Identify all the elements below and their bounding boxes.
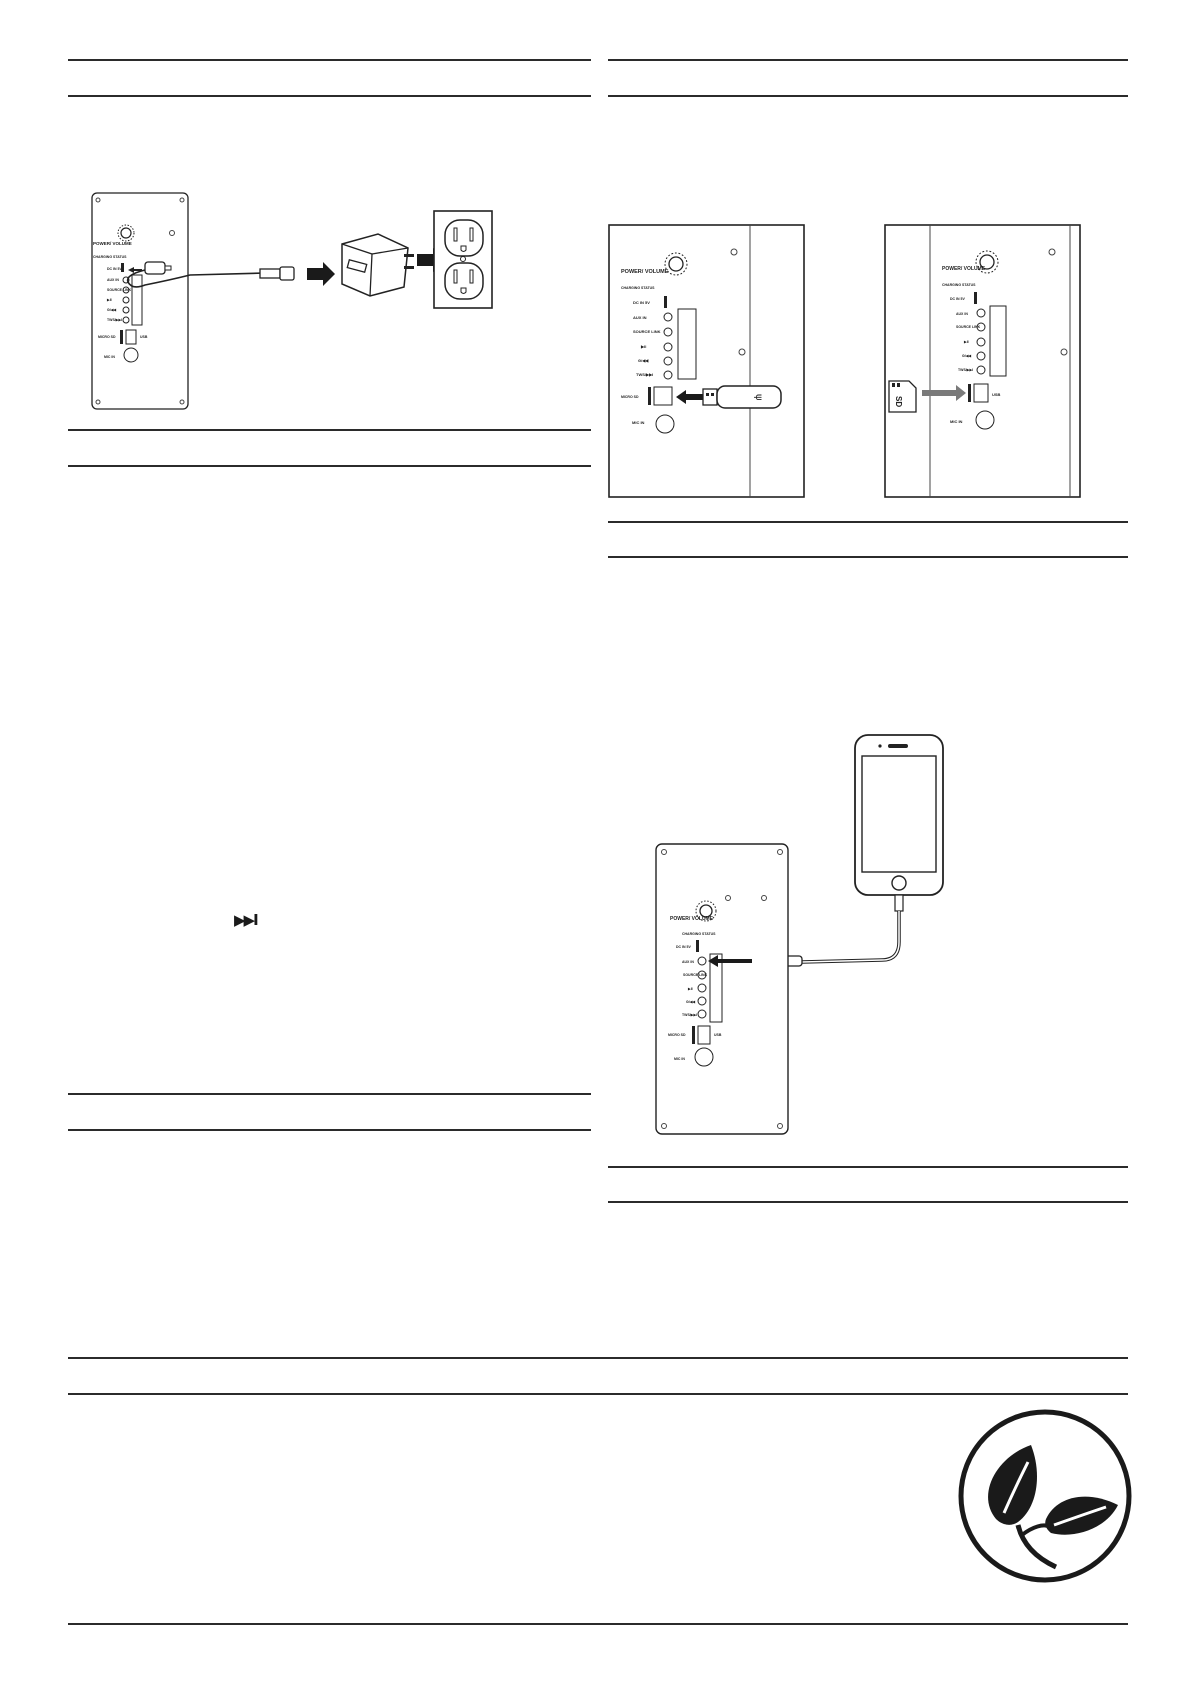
smartphone-icon	[854, 734, 944, 896]
power-volume-label-2: POWER/ VOLUME	[621, 269, 669, 275]
mic-in-label-3: MIC IN	[950, 419, 963, 424]
sd-insert-figure: POWER/ VOLUME CHARGING STATUS DC IN 5V A…	[884, 224, 1081, 498]
usb-label-3: USB	[992, 392, 1001, 397]
play-pause-label: ▶II	[106, 298, 112, 302]
wall-outlet-icon	[433, 210, 493, 309]
charging-status-label-2: CHARGING STATUS	[621, 286, 655, 290]
aux-in-label: AUX IN	[107, 278, 119, 282]
right-section-2-top-rule	[608, 521, 1128, 523]
aux-in-label-3: AUX IN	[956, 312, 968, 316]
aux-in-label-2: AUX IN	[633, 315, 647, 320]
usb-insert-figure: POWER/ VOLUME CHARGING STATUS DC IN 5V A…	[608, 224, 805, 498]
dc-in-label: DC IN 5V	[107, 267, 122, 271]
bt-mode-label: ʘ/◀◀	[107, 308, 117, 312]
charging-figure: POWER/ VOLUME CHARGING STATUS DC IN 5V A…	[91, 192, 493, 410]
mic-in-label-2: MIC IN	[632, 420, 645, 425]
usb-drive-icon: ψ	[702, 385, 782, 409]
skip-next-symbol: ▶▶I	[234, 911, 259, 929]
charging-status-label-4: CHARGING STATUS	[682, 932, 716, 936]
tws-next-label-3: TWS/▶▶I	[958, 368, 973, 372]
usb-label-4: USB	[714, 1033, 722, 1037]
tws-next-label-4: TWS/▶▶I	[682, 1013, 697, 1017]
speaker-back-panel-usb	[608, 224, 805, 498]
speaker-back-panel-sd	[884, 224, 1081, 498]
mic-in-label-4: MIC IN	[674, 1057, 685, 1061]
svg-text:ψ: ψ	[753, 394, 764, 401]
power-volume-label-4: POWER/ VOLUME	[670, 916, 714, 922]
sd-card-icon: SD	[888, 380, 917, 413]
micro-sd-label-4: MICRO SD	[668, 1033, 686, 1037]
micro-sd-label-2: MICRO SD	[621, 395, 639, 399]
dc-in-label-4: DC IN 5V	[676, 945, 691, 949]
power-volume-label-3: POWER/ VOLUME	[942, 266, 986, 272]
left-section-2-top-rule	[68, 429, 591, 431]
charging-status-label: CHARGING STATUS	[93, 255, 127, 259]
full-section-top-rule	[68, 1357, 1128, 1359]
usb-label: USB	[140, 335, 148, 339]
tws-next-label: TWS/▶▶I	[107, 318, 122, 322]
left-section-1-top-rule	[68, 59, 591, 61]
leaf-logo-icon	[958, 1409, 1132, 1583]
left-section-3-top-rule	[68, 1093, 591, 1095]
right-section-2-bottom-rule	[608, 556, 1128, 558]
bt-mode-label-2: ʘ/◀◀	[638, 358, 649, 363]
source-link-label: SOURCE LINK	[107, 288, 132, 292]
left-section-2-bottom-rule	[68, 465, 591, 467]
aux-connection-figure: POWER/ VOLUME CHARGING STATUS DC IN 5V A…	[655, 734, 944, 1135]
charger-icon	[341, 233, 414, 297]
tws-next-label-2: TWS/▶▶I	[636, 372, 653, 377]
bt-mode-label-4: ʘ/◀◀	[686, 1000, 696, 1004]
full-section-bottom-rule	[68, 1393, 1128, 1395]
right-section-3-bottom-rule	[608, 1201, 1128, 1203]
source-link-label-3: SOURCE LINK	[956, 325, 981, 329]
sd-card-label: SD	[894, 396, 903, 407]
right-section-3-top-rule	[608, 1166, 1128, 1168]
charging-status-label-3: CHARGING STATUS	[942, 283, 976, 287]
micro-sd-label: MICRO SD	[98, 335, 116, 339]
play-pause-label-4: ▶II	[687, 987, 693, 991]
right-section-1-bottom-rule	[608, 95, 1128, 97]
play-pause-label-2: ▶II	[640, 344, 646, 349]
bt-mode-label-3: ʘ/◀◀	[962, 354, 972, 358]
power-volume-knob	[120, 227, 132, 239]
power-volume-label: POWER/ VOLUME	[93, 241, 132, 246]
dc-in-label-2: DC IN 5V	[633, 300, 650, 305]
dc-in-label-3: DC IN 5V	[950, 297, 965, 301]
source-link-label-2: SOURCE LINK	[633, 329, 661, 334]
source-link-label-4: SOURCE LINK	[683, 973, 708, 977]
right-section-1-top-rule	[608, 59, 1128, 61]
speaker-back-panel	[91, 192, 189, 410]
mic-in-label: MIC IN	[104, 355, 115, 359]
play-pause-label-3: ▶II	[963, 340, 969, 344]
page-bottom-rule	[68, 1623, 1128, 1625]
left-section-1-bottom-rule	[68, 95, 591, 97]
left-section-3-bottom-rule	[68, 1129, 591, 1131]
aux-in-label-4: AUX IN	[682, 960, 694, 964]
